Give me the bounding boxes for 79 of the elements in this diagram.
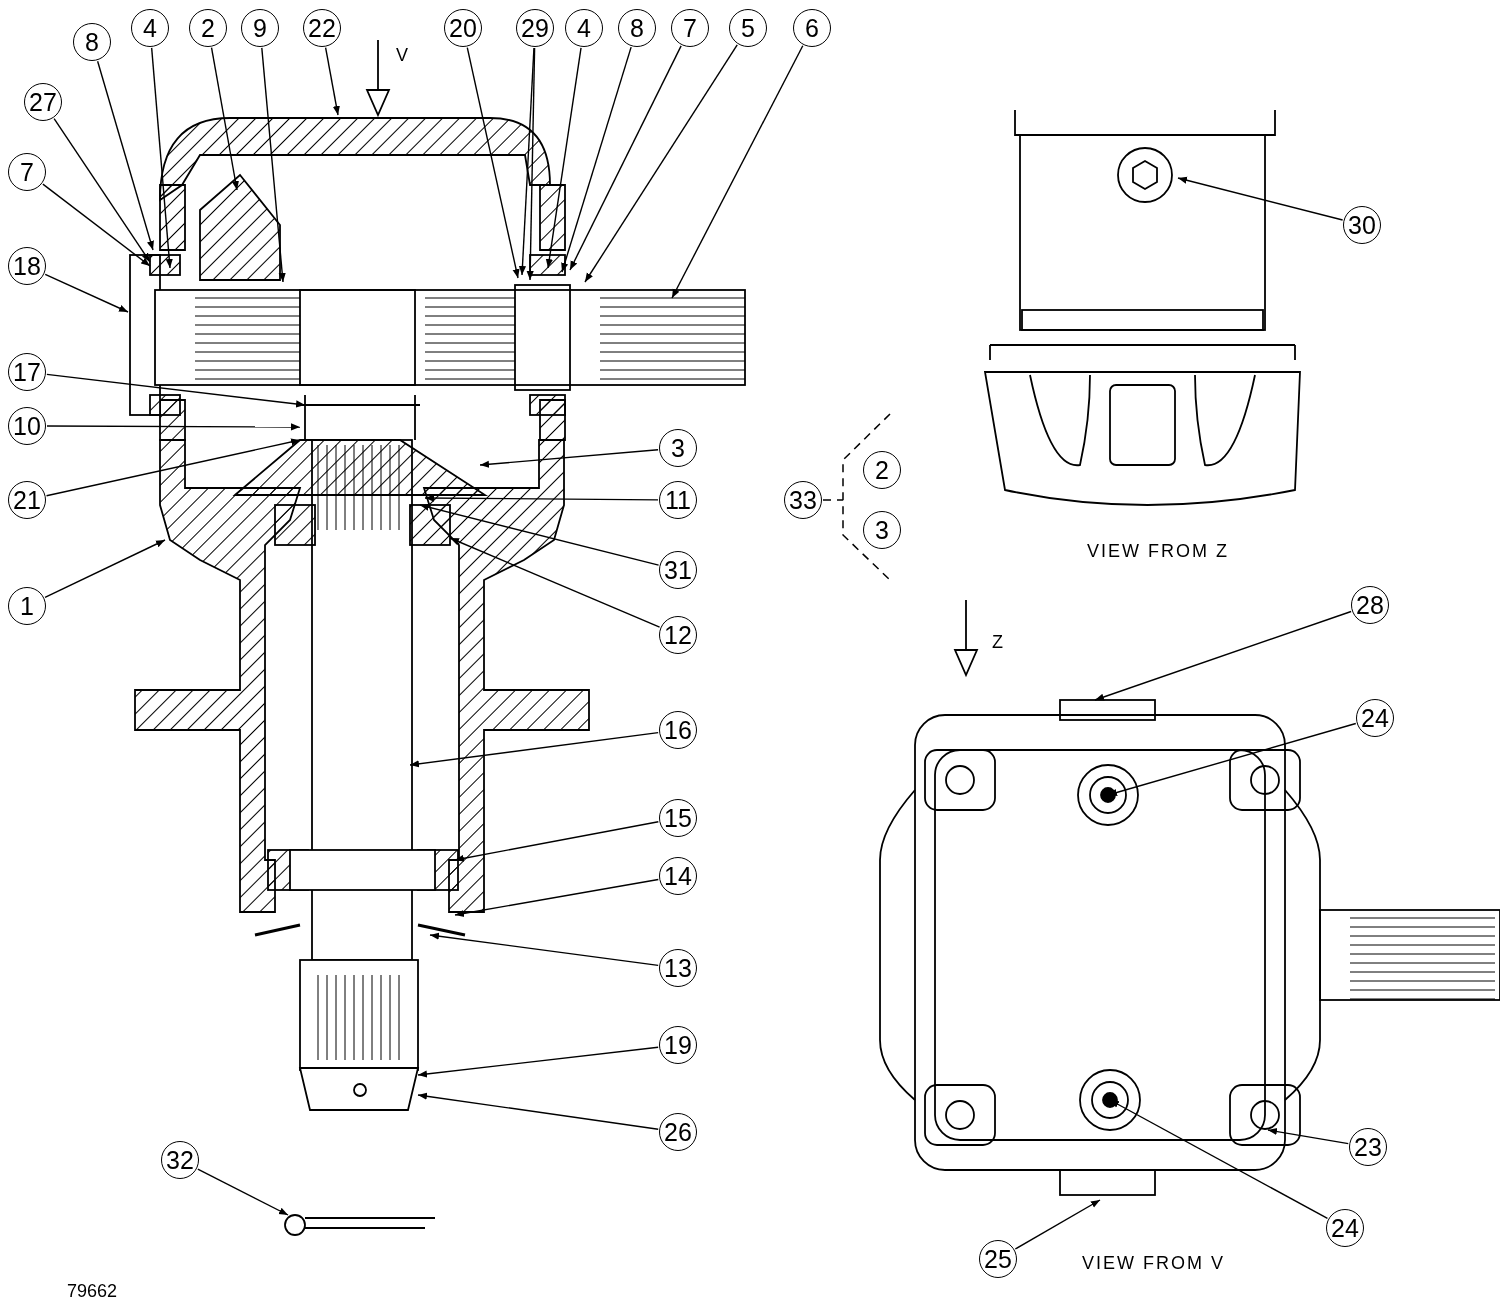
leader-line [561,46,632,273]
leader-line [324,46,340,116]
leader-line [424,494,659,502]
leader-line [526,47,536,281]
callout-number: 22 [303,9,341,47]
leader-line [466,46,520,279]
callout-number: 2 [863,451,901,489]
callout-number: 7 [671,9,709,47]
callout-number: 14 [659,857,697,895]
leader-line [1014,1199,1101,1250]
leader-line [210,47,239,191]
leader-line [584,44,738,283]
callout-number: 8 [73,23,111,61]
leader-line [197,1168,289,1216]
drawing-number: 79662 [67,1281,118,1300]
callout-number: 25 [979,1240,1017,1278]
leader-line [46,373,306,408]
callout-number: 15 [659,799,697,837]
callout-number: 13 [659,949,697,987]
callout-number: 3 [659,429,697,467]
leader-line [417,1092,659,1130]
callout-number: 16 [659,711,697,749]
callout-number: 7 [8,153,46,191]
callout-number: 5 [729,9,767,47]
leader-line [1094,610,1352,701]
callout-number: 4 [565,9,603,47]
leader-line [44,539,166,599]
view-letter: V [396,45,410,66]
callout-number: 19 [659,1026,697,1064]
leader-line [569,45,682,271]
leader-line [45,438,301,497]
view-caption: VIEW FROM Z [1087,541,1229,562]
callout-number: 29 [516,9,554,47]
callout-number: 28 [1351,586,1389,624]
leader-line [1177,176,1344,221]
callout-number: 10 [8,407,46,445]
callout-number: 33 [784,481,822,519]
callout-number: 1 [8,587,46,625]
callout-number: 17 [8,353,46,391]
leader-line [42,183,151,267]
callout-number: 20 [444,9,482,47]
callout-number: 24 [1326,1209,1364,1247]
leader-line [409,731,659,768]
leader-line [479,449,659,468]
callout-number: 8 [618,9,656,47]
callout-number: 21 [8,481,46,519]
leader-line [671,45,804,299]
view-caption: VIEW FROM V [1082,1253,1225,1274]
leader-line [419,503,660,566]
leader-line [150,47,173,269]
leader-line [417,1046,659,1078]
callout-number: 2 [189,9,227,47]
leader-line [449,537,661,628]
leader-line [518,47,535,276]
callout-number: 31 [659,551,697,589]
callout-number: 18 [8,247,46,285]
leader-line [96,60,154,251]
callout-number: 9 [241,9,279,47]
callout-number: 11 [659,481,697,519]
callout-number: 4 [131,9,169,47]
leader-line [261,47,286,283]
leader-line [46,423,301,431]
callout-number: 26 [659,1113,697,1151]
callout-number: 12 [659,616,697,654]
leader-line [1267,1127,1349,1145]
view-letter: Z [992,632,1005,653]
leader-line [454,878,659,917]
leader-line [454,821,660,862]
leader-line [44,273,129,313]
callout-number: 27 [24,83,62,121]
callout-number: 23 [1349,1128,1387,1166]
callout-number: 24 [1356,699,1394,737]
leader-line [545,47,582,269]
callout-number: 3 [863,511,901,549]
leader-line [429,932,659,967]
callout-number: 30 [1343,206,1381,244]
callout-number: 6 [793,9,831,47]
callout-number: 32 [161,1141,199,1179]
leader-line [53,117,151,263]
